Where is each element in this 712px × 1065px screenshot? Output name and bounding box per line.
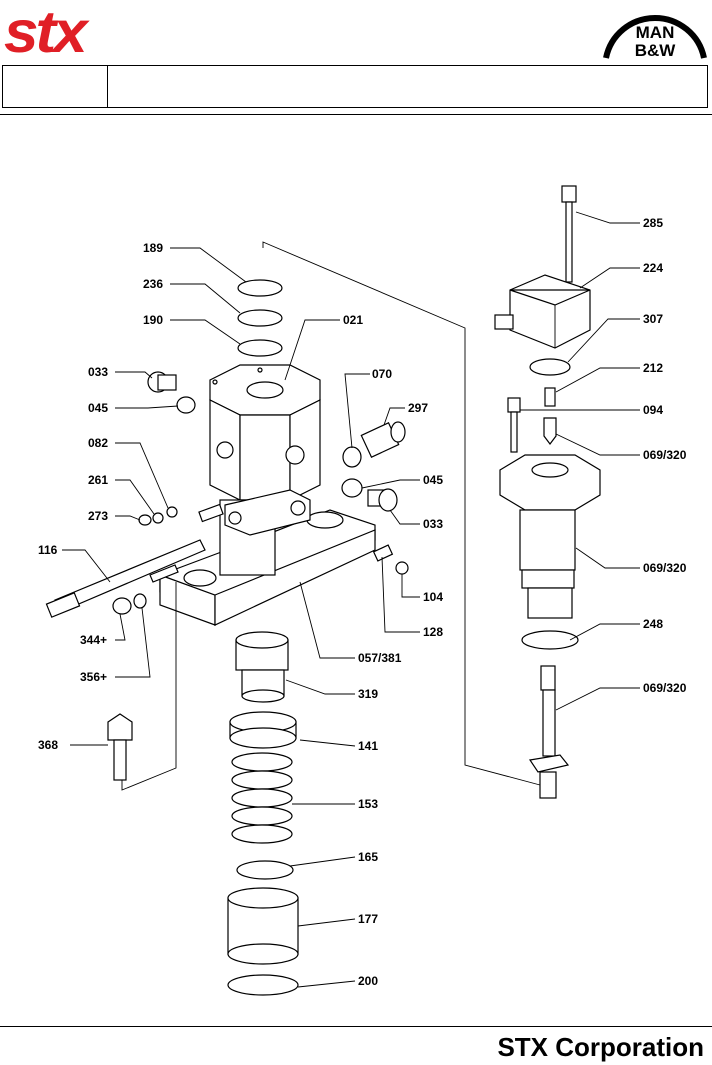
sleeve-177 (227, 887, 299, 965)
label-082: 082 (88, 436, 108, 450)
spring-seat-141 (229, 711, 297, 749)
man-bw-logo: MAN B&W (603, 14, 707, 60)
spring-212 (544, 387, 556, 407)
label-070: 070 (372, 367, 392, 381)
label-236: 236 (143, 277, 163, 291)
block-224 (494, 274, 591, 349)
o-ring-045-right (341, 478, 363, 498)
plug-033-right (367, 488, 398, 512)
label-285: 285 (643, 216, 663, 230)
screw-285 (561, 185, 577, 283)
o-ring-356 (133, 593, 147, 609)
label-021: 021 (343, 313, 363, 327)
label-200: 200 (358, 974, 378, 988)
label-153: 153 (358, 797, 378, 811)
leader-lines (62, 211, 640, 988)
svg-text:MAN: MAN (636, 23, 675, 42)
title-block (2, 65, 708, 108)
footer-company: STX Corporation (497, 1032, 704, 1062)
label-248: 248 (643, 617, 663, 631)
label-224: 224 (643, 261, 663, 275)
stx-logo: stx (4, 0, 88, 66)
footer-rule (0, 1026, 712, 1027)
seal-307 (529, 358, 571, 376)
washer-261 (152, 512, 164, 524)
label-319: 319 (358, 687, 378, 701)
label-141: 141 (358, 739, 378, 753)
screw-094 (507, 397, 521, 453)
o-ring-070 (342, 446, 362, 468)
label-116: 116 (38, 543, 58, 557)
label-057: 057/381 (358, 651, 402, 665)
lower-seat-165 (236, 860, 294, 880)
washer-104 (395, 561, 409, 575)
label-094: 094 (643, 403, 663, 417)
label-297: 297 (408, 401, 428, 415)
label-104: 104 (423, 590, 443, 604)
label-189: 189 (143, 241, 163, 255)
o-ring-189 (237, 279, 283, 297)
valve-297 (360, 421, 406, 459)
o-ring-045-left (176, 396, 196, 414)
label-045b: 045 (423, 473, 443, 487)
bolt-368 (107, 713, 133, 781)
plug-033-left (147, 371, 177, 393)
label-069b: 069/320 (643, 561, 687, 575)
label-356: 356+ (80, 670, 107, 684)
needle-069a (543, 417, 557, 445)
label-344: 344+ (80, 633, 107, 647)
toothed-sleeve-319 (235, 631, 289, 703)
barrel-069-320 (499, 454, 601, 619)
svg-text:B&W: B&W (635, 41, 677, 60)
header-rule (0, 114, 712, 115)
pump-body-021 (209, 364, 321, 501)
nut-273 (138, 514, 152, 526)
spring-small (198, 503, 224, 523)
rod-116 (45, 539, 206, 618)
label-273: 273 (88, 509, 108, 523)
label-368: 368 (38, 738, 58, 752)
pin-128 (372, 544, 394, 562)
label-069a: 069/320 (643, 448, 687, 462)
label-045a: 045 (88, 401, 108, 415)
label-165: 165 (358, 850, 378, 864)
retaining-ring-200 (227, 974, 299, 996)
o-ring-248 (521, 630, 579, 650)
washer-082 (166, 506, 178, 518)
o-ring-236 (237, 309, 283, 327)
label-261: 261 (88, 473, 108, 487)
plug-344 (112, 597, 132, 615)
part-labels: 189 236 190 021 033 045 082 261 273 116 … (38, 216, 687, 988)
spring-153 (231, 752, 293, 844)
o-ring-190 (237, 339, 283, 357)
label-128: 128 (423, 625, 443, 639)
label-212: 212 (643, 361, 663, 375)
label-069c: 069/320 (643, 681, 687, 695)
plunger-069-320 (528, 665, 570, 799)
label-307: 307 (643, 312, 663, 326)
label-033a: 033 (88, 365, 108, 379)
side-arm (224, 489, 311, 536)
label-033b: 033 (423, 517, 443, 531)
label-177: 177 (358, 912, 378, 926)
label-190: 190 (143, 313, 163, 327)
